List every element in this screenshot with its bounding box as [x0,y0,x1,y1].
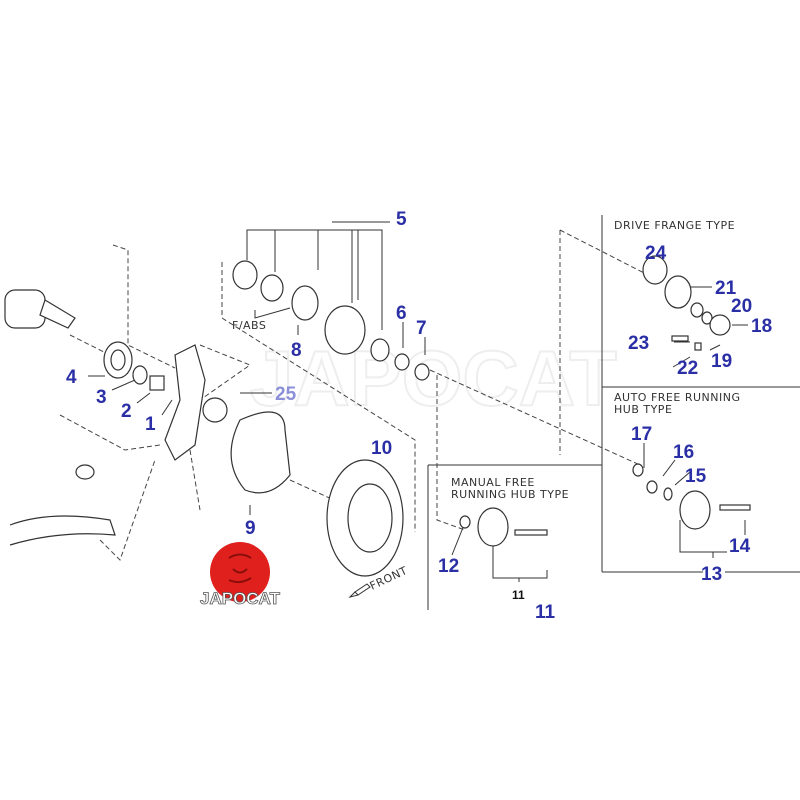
callout-11: 11 [535,602,556,623]
callout-6: 6 [396,303,407,324]
snap-ring-15 [663,487,673,501]
logo-text: JAPOCAT [200,589,281,608]
auto-hub [679,490,711,530]
callout-19: 19 [711,351,732,372]
washer-16 [646,480,658,494]
hub-bolt [514,529,548,536]
bolt-14 [719,504,751,511]
seal-3 [132,365,148,385]
callout-21: 21 [715,278,737,299]
snap-ring-12 [459,515,471,529]
drive-shaft [4,289,76,329]
lock-washer-7 [414,363,430,381]
front-arrow-icon [348,583,371,598]
callout-10: 10 [371,438,392,459]
callout-23: 23 [628,333,649,354]
callout-12: 12 [438,556,459,577]
callouts: 4 3 2 1 5 6 7 8 9 10 25 24 21 20 18 23 1… [66,209,772,623]
callout-20: 20 [731,296,752,317]
callout-14: 14 [729,536,751,557]
nut-22 [694,342,702,351]
o-ring-20 [690,302,704,318]
washer-6 [394,353,410,371]
parts [4,255,751,577]
callout-18: 18 [751,316,772,337]
callout-8: 8 [291,340,302,361]
section-drive-flange: DRIVE FRANGE TYPE [614,219,735,232]
section-auto-free-1: AUTO FREE RUNNING [614,391,740,404]
section-auto-free-2: HUB TYPE [614,403,672,416]
knuckle-1 [164,344,206,461]
snap-ring-19 [701,311,713,325]
cap-18 [709,314,731,336]
fabs-note: F/ABS [232,319,266,332]
callout-22: 22 [677,358,698,379]
lower-arm [9,515,116,546]
section-manual-free-1: MANUAL FREE [451,476,535,489]
callout-4: 4 [66,367,77,388]
bushing-2 [149,375,165,391]
hub [324,305,366,355]
callout-25: 25 [275,384,297,405]
callout-13: 13 [701,564,722,585]
abs-ring-8 [291,285,319,321]
outer-bearing [370,338,390,362]
callout-17: 17 [631,424,652,445]
spindle [202,397,228,423]
callout-3: 3 [96,387,107,408]
stud-23 [671,335,689,342]
washer-17 [632,463,644,477]
callout-1: 1 [145,414,156,435]
o-ring-24 [642,255,668,285]
dust-shield-9 [230,411,291,494]
assembly-lines [59,229,651,561]
callout-15: 15 [685,466,707,487]
japocat-logo: JAPOCAT [200,542,281,608]
section-frames [427,215,800,610]
manual-hub [477,507,509,547]
bearing [260,274,284,302]
watermark: JAPOCAT [250,334,617,422]
callout-9: 9 [245,518,256,539]
callout-24: 24 [645,243,667,264]
section-manual-free-2: RUNNING HUB TYPE [451,488,569,501]
callout-11-sub: 11 [512,588,525,602]
callout-7: 7 [416,318,427,339]
callout-5: 5 [396,209,407,230]
seal [232,260,258,290]
callout-16: 16 [673,442,694,463]
callout-2: 2 [121,401,132,422]
drive-flange-21 [664,275,692,309]
